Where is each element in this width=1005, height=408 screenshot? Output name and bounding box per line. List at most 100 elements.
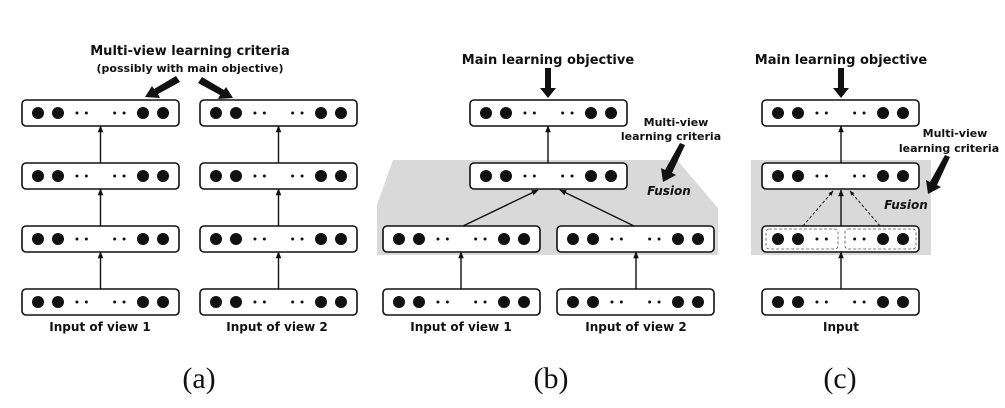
neuron-node — [518, 233, 530, 245]
neuron-node — [500, 107, 512, 119]
panel-a-view2-layer-3 — [199, 162, 358, 190]
panel-a-left-thick-arrow-icon — [145, 76, 180, 98]
neuron-node — [518, 296, 530, 308]
layer-box — [761, 225, 920, 253]
ellipsis-dot — [262, 300, 266, 304]
neuron-node — [52, 170, 64, 182]
panel-c-fusion-layer — [761, 162, 920, 190]
ellipsis-dot — [561, 111, 565, 115]
neuron-node — [567, 233, 579, 245]
neuron-node — [877, 233, 889, 245]
ellipsis-dot — [445, 237, 449, 241]
neuron-node — [335, 233, 347, 245]
panel-b-arrow-view2-fusion — [559, 189, 635, 227]
ellipsis-dot — [483, 237, 487, 241]
panel-a-input-2-label: Input of view 2 — [226, 320, 327, 334]
neuron-node — [335, 107, 347, 119]
neuron-node — [897, 170, 909, 182]
panel-b-fusion-label: Fusion — [647, 184, 691, 198]
neuron-node — [480, 170, 492, 182]
panel-b-view2-input-layer — [556, 288, 715, 316]
ellipsis-dot — [262, 174, 266, 178]
neuron-node — [230, 233, 242, 245]
neuron-node — [877, 107, 889, 119]
panel-b-fusion-layer — [469, 162, 628, 190]
panel-c-fusion-arrow-icon — [926, 155, 950, 194]
neuron-node — [772, 107, 784, 119]
ellipsis-dot — [862, 300, 866, 304]
neuron-node — [413, 296, 425, 308]
panel-c-criteria-sublabel: learning criteria — [899, 142, 999, 155]
ellipsis-dot — [532, 174, 536, 178]
neuron-node — [32, 170, 44, 182]
neuron-node — [897, 233, 909, 245]
panel-b-input-1-label: Input of view 1 — [410, 320, 511, 334]
ellipsis-dot — [113, 174, 117, 178]
ellipsis-dot — [648, 300, 652, 304]
ellipsis-dot — [570, 111, 574, 115]
neuron-node — [498, 233, 510, 245]
ellipsis-dot — [300, 174, 304, 178]
ellipsis-dot — [853, 174, 857, 178]
panel-c-input-layer — [761, 288, 920, 316]
panel-c-input-label: Input — [823, 320, 859, 334]
ellipsis-dot — [445, 300, 449, 304]
neuron-node — [772, 170, 784, 182]
ellipsis-dot — [300, 237, 304, 241]
neuron-node — [210, 170, 222, 182]
neuron-node — [137, 233, 149, 245]
panel-b-arrow-view1-fusion — [462, 189, 539, 227]
ellipsis-dot — [610, 300, 614, 304]
panel-b-objective-arrow-icon — [540, 68, 556, 98]
neuron-node — [498, 296, 510, 308]
neuron-node — [585, 107, 597, 119]
panel-c-criteria-label: Multi-view — [923, 127, 988, 140]
panel-b-view1-hidden-layer — [382, 225, 541, 253]
neuron-node — [877, 296, 889, 308]
neuron-node — [480, 107, 492, 119]
panel-c-arrow-view2-fusion-dashed — [849, 190, 881, 227]
neuron-node — [605, 170, 617, 182]
neuron-node — [52, 296, 64, 308]
layer-box — [21, 162, 180, 190]
ellipsis-dot — [436, 300, 440, 304]
neuron-node — [897, 107, 909, 119]
layer-box — [469, 162, 628, 190]
panel-b-view1-input-layer — [382, 288, 541, 316]
panel-a-input-1-label: Input of view 1 — [49, 320, 150, 334]
neuron-node — [210, 107, 222, 119]
ellipsis-dot — [291, 300, 295, 304]
neuron-node — [157, 170, 169, 182]
ellipsis-dot — [523, 174, 527, 178]
layer-box — [199, 99, 358, 127]
panel-c-caption: (c) — [823, 362, 856, 395]
neuron-node — [772, 296, 784, 308]
panel-b-objective-label: Main learning objective — [462, 53, 635, 68]
layer-box — [21, 99, 180, 127]
neuron-node — [672, 296, 684, 308]
panel-c-split-layer — [761, 225, 920, 253]
ellipsis-dot — [75, 174, 79, 178]
neuron-node — [210, 233, 222, 245]
ellipsis-dot — [262, 111, 266, 115]
neuron-node — [137, 296, 149, 308]
ellipsis-dot — [483, 300, 487, 304]
neuron-node — [792, 107, 804, 119]
neuron-node — [230, 107, 242, 119]
neuron-node — [52, 233, 64, 245]
ellipsis-dot — [474, 237, 478, 241]
neuron-node — [32, 233, 44, 245]
panel-b-fusion-arrow-icon — [661, 143, 685, 182]
neuron-node — [157, 296, 169, 308]
neuron-node — [692, 233, 704, 245]
ellipsis-dot — [619, 237, 623, 241]
ellipsis-dot — [291, 111, 295, 115]
ellipsis-dot — [853, 111, 857, 115]
ellipsis-dot — [648, 237, 652, 241]
panel-b-criteria-sublabel: learning criteria — [621, 130, 721, 143]
ellipsis-dot — [253, 300, 257, 304]
neuron-node — [32, 107, 44, 119]
ellipsis-dot — [75, 111, 79, 115]
neuron-node — [393, 296, 405, 308]
ellipsis-dot — [75, 300, 79, 304]
